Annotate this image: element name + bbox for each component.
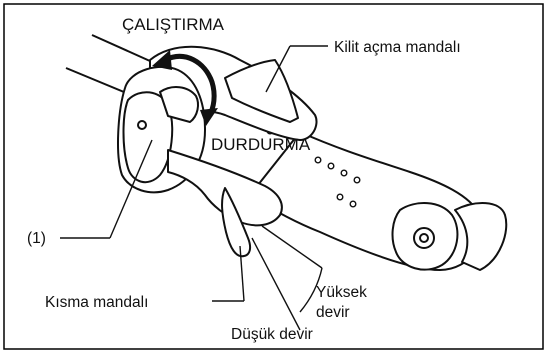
high-speed-label-line2: devir [316,304,350,321]
part-1-label: (1) [27,230,46,247]
clamp-bolt-hole [420,234,428,242]
handle-body [118,47,506,270]
speed-arc [252,226,322,330]
screw-icon [138,121,146,129]
start-label: ÇALIŞTIRMA [122,15,225,34]
throttle-lever-label: Kısma mandalı [45,294,148,311]
low-speed-label: Düşük devir [231,326,313,343]
unlock-lever-label: Kilit açma mandalı [334,39,461,56]
high-speed-label-line1: Yüksek [316,284,367,301]
stop-label: DURDURMA [211,135,311,154]
